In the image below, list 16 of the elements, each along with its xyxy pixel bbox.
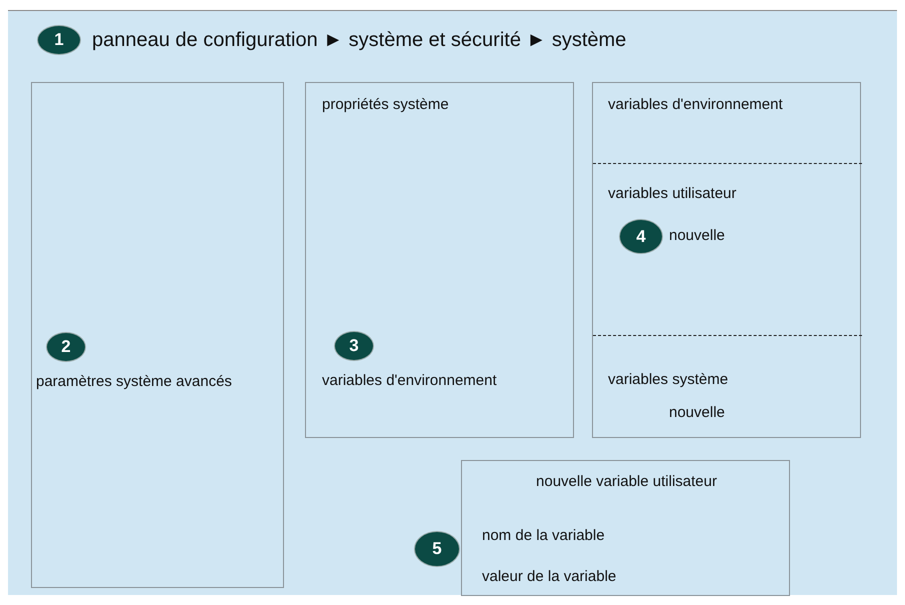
window-panel xyxy=(305,82,574,438)
panel-text: variables d'environnement xyxy=(322,372,497,390)
panel-heading: propriétés système xyxy=(322,96,449,114)
panel-heading: variables utilisateur xyxy=(608,185,736,203)
panel-heading: nouvelle variable utilisateur xyxy=(535,473,718,491)
window-panel xyxy=(592,82,861,438)
panel-heading: variables d'environnement xyxy=(608,96,783,114)
panel-text: nouvelle xyxy=(669,227,725,245)
window-panel xyxy=(461,460,790,596)
breadcrumb-heading: panneau de configuration ► système et sécurité ► système xyxy=(92,28,626,52)
window-panel xyxy=(31,82,284,588)
field-label: valeur de la variable xyxy=(482,568,616,586)
panel-heading: paramètres système avancés xyxy=(36,373,232,391)
panel-heading: variables système xyxy=(608,371,728,389)
field-label: nom de la variable xyxy=(482,527,605,545)
panel-text: nouvelle xyxy=(669,404,725,422)
